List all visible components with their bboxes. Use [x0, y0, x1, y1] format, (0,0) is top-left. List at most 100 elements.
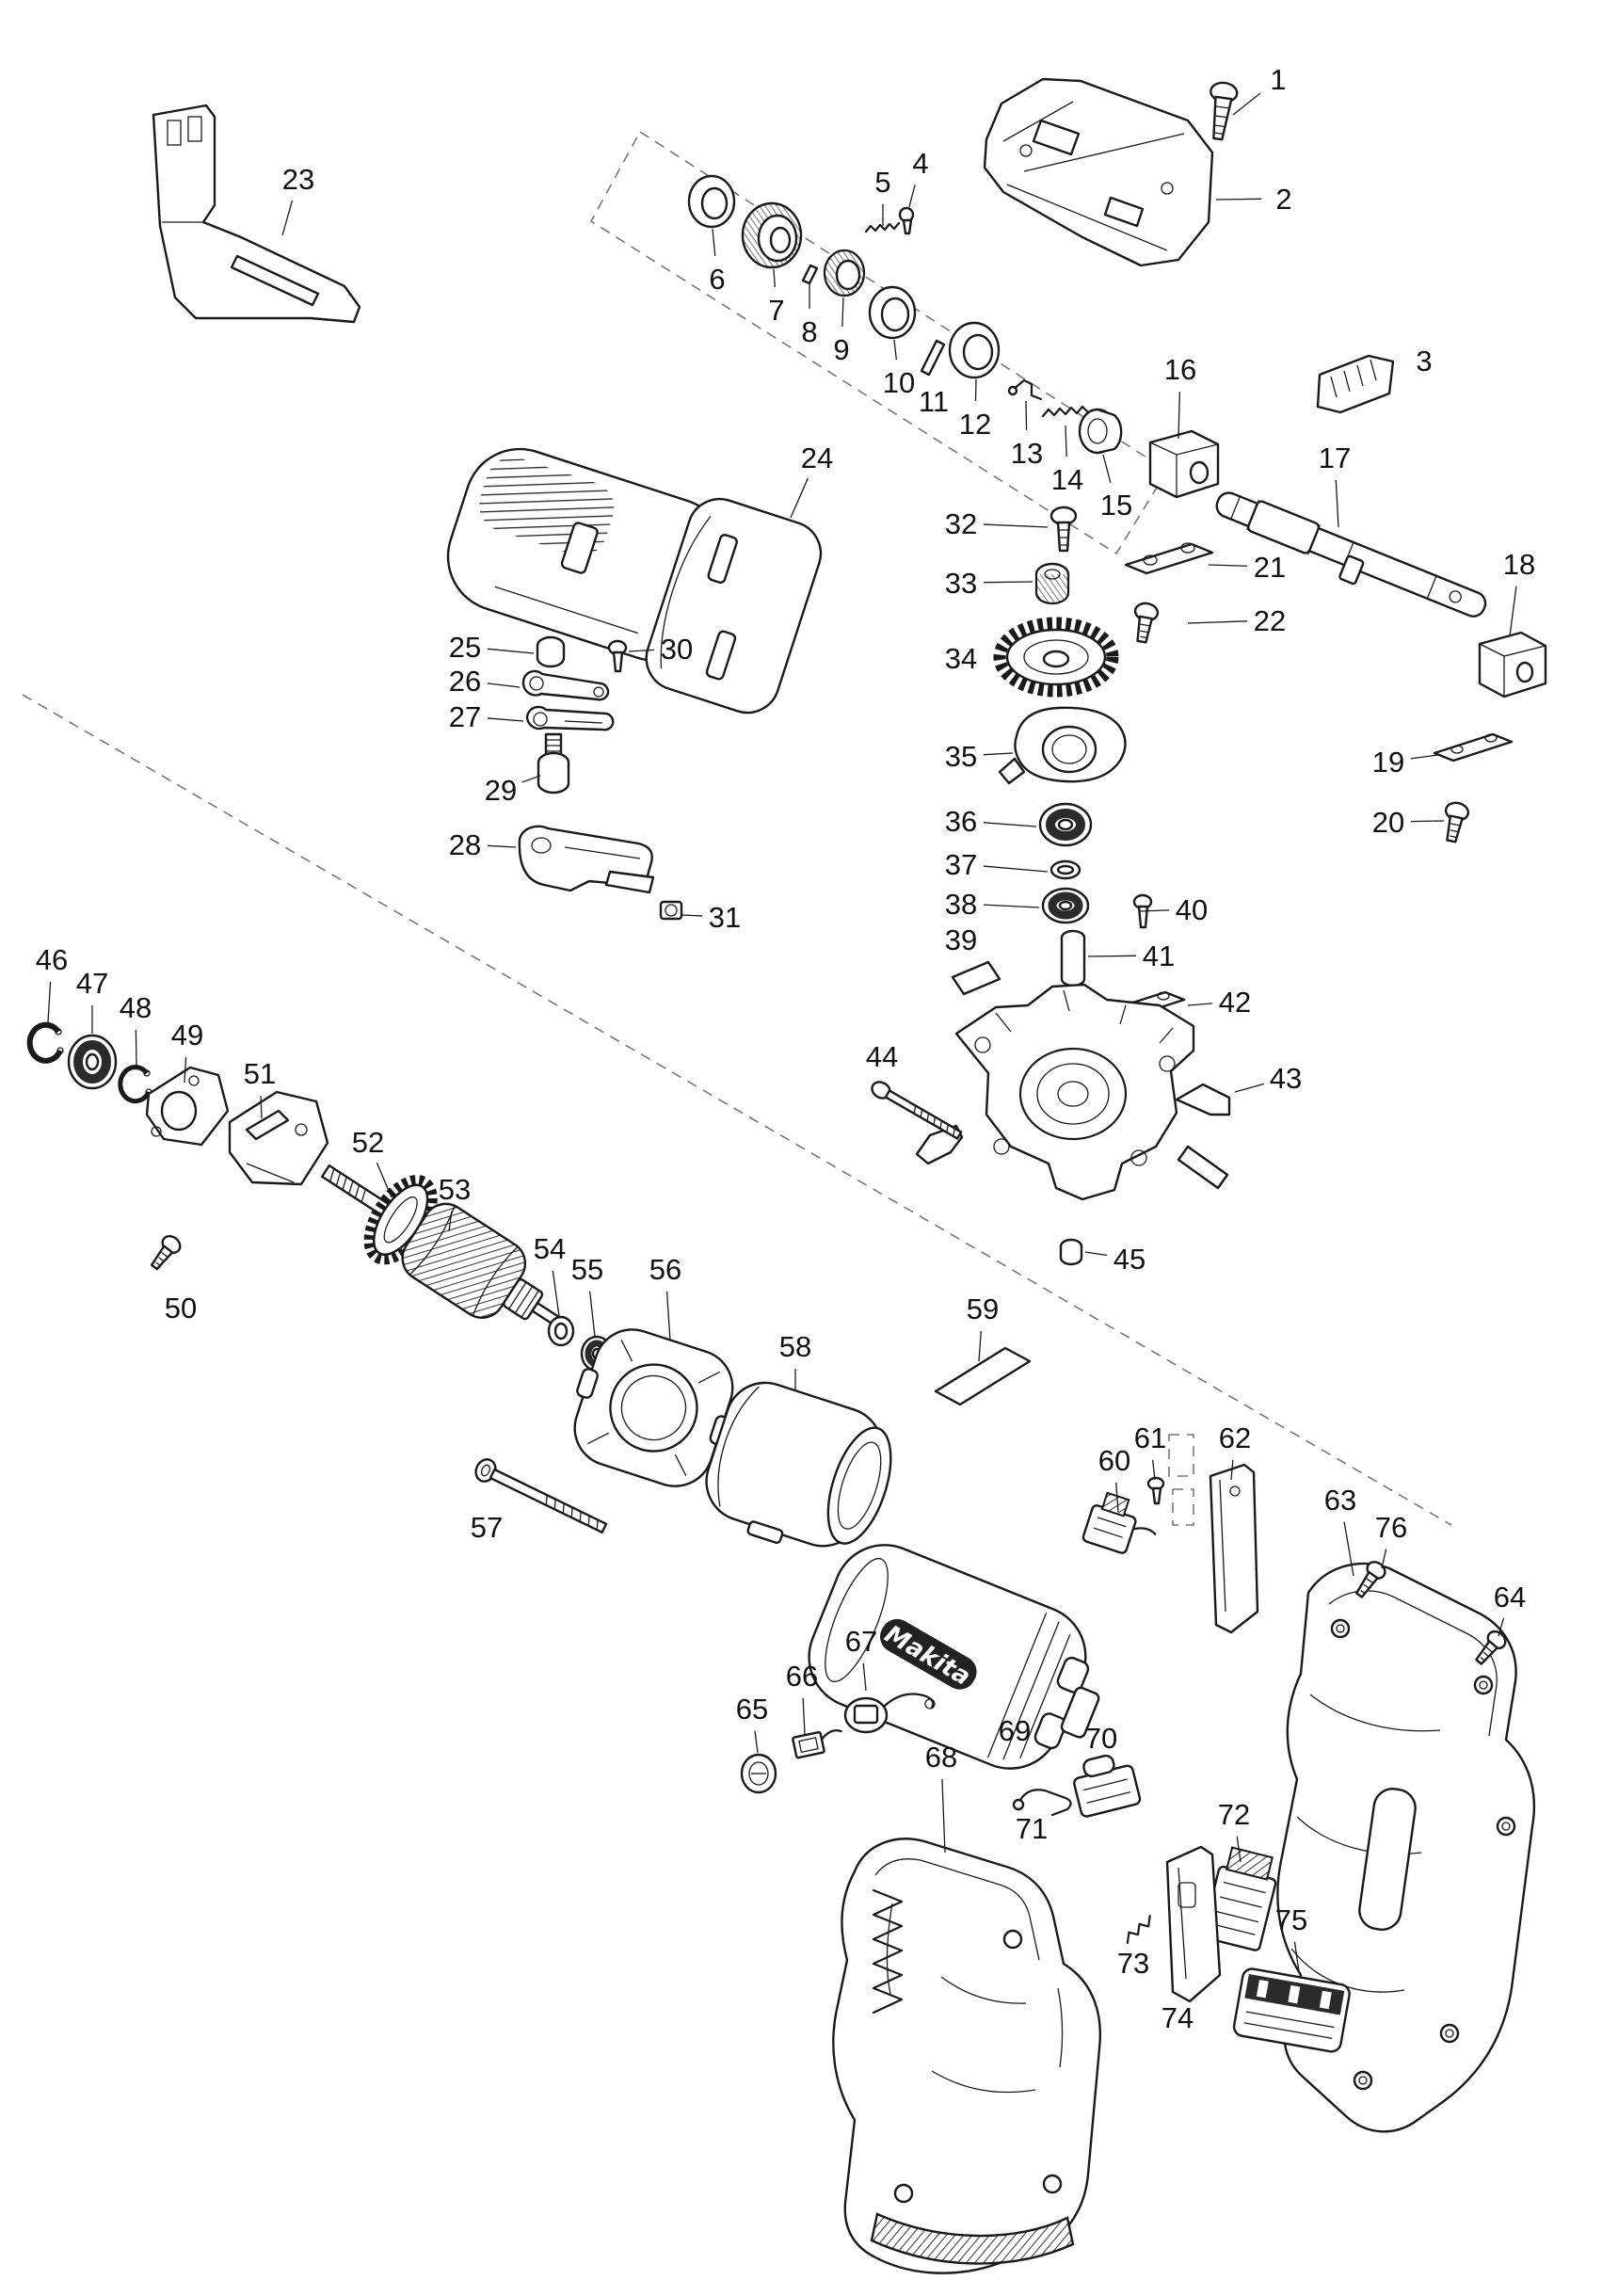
part-28-lever-assembly — [518, 825, 655, 894]
part-38-ball-bearing — [1041, 887, 1090, 924]
leader-line-29 — [521, 775, 541, 783]
part-number-21: 21 — [1254, 551, 1286, 584]
part-labels: 1234567891011121314151617181920212223242… — [36, 63, 1535, 2034]
leader-line-13 — [1025, 400, 1028, 431]
part-number-16: 16 — [1164, 353, 1196, 386]
leader-line-67 — [862, 1662, 867, 1692]
part-number-62: 62 — [1219, 1421, 1251, 1454]
leader-line-16 — [1177, 391, 1181, 440]
part-number-3: 3 — [1416, 345, 1432, 377]
part-65-brush-cap — [740, 1753, 777, 1794]
leader-line-27 — [487, 717, 524, 722]
part-72-controller — [1201, 1846, 1277, 1951]
part-number-55: 55 — [571, 1253, 603, 1286]
part-58-field-yoke — [705, 1381, 892, 1548]
part-69-motor-housing: Makita — [808, 1544, 1100, 1770]
part-1-screw — [1210, 81, 1239, 141]
part-19-plate — [1433, 732, 1514, 763]
part-number-31: 31 — [709, 901, 741, 934]
part-number-30: 30 — [661, 633, 693, 666]
part-number-70: 70 — [1085, 1722, 1117, 1755]
part-26-lever — [521, 669, 610, 701]
leader-line-53 — [448, 1211, 453, 1232]
leader-line-15 — [1102, 454, 1112, 483]
part-67-brush-holder — [843, 1693, 936, 1734]
construction-lines — [22, 130, 1452, 1526]
leader-line-36 — [983, 822, 1037, 827]
leader-line-41 — [1087, 955, 1137, 957]
part-8-pin — [801, 264, 819, 285]
part-number-27: 27 — [449, 700, 481, 733]
part-39-block — [951, 960, 1001, 996]
part-number-8: 8 — [801, 315, 817, 348]
part-number-45: 45 — [1113, 1243, 1145, 1276]
part-2-housing-cover — [983, 77, 1214, 267]
part-29-support-bolt — [537, 732, 570, 795]
leader-line-30 — [628, 649, 655, 652]
part-number-53: 53 — [439, 1173, 471, 1206]
leader-line-20 — [1410, 820, 1445, 823]
leader-line-10 — [893, 339, 897, 361]
leader-line-51 — [260, 1095, 263, 1119]
part-number-59: 59 — [967, 1293, 999, 1325]
part-number-17: 17 — [1319, 442, 1351, 474]
leader-line-63 — [1343, 1521, 1354, 1577]
part-number-19: 19 — [1372, 746, 1404, 779]
part-number-36: 36 — [945, 805, 977, 838]
leader-line-7 — [773, 268, 776, 288]
part-number-38: 38 — [945, 888, 977, 921]
part-21-plate — [1124, 542, 1214, 575]
part-number-57: 57 — [471, 1511, 503, 1544]
part-5-spring — [864, 221, 901, 233]
part-54-washer — [547, 1315, 575, 1347]
part-62-holder-plate — [1209, 1463, 1259, 1634]
part-36-ball-bearing — [1038, 802, 1093, 847]
leader-line-65 — [754, 1730, 759, 1754]
part-57-screw — [474, 1458, 608, 1534]
part-71-lever — [1012, 1789, 1072, 1817]
part-70-switch — [1073, 1754, 1142, 1818]
part-13-clip — [1007, 378, 1043, 401]
part-17-slider-shaft — [1215, 491, 1487, 618]
part-number-69: 69 — [999, 1714, 1031, 1747]
part-48-snap-ring — [118, 1065, 152, 1104]
part-34-bevel-gear — [993, 617, 1119, 698]
part-50-screw — [150, 1234, 182, 1271]
part-number-35: 35 — [945, 740, 977, 773]
part-number-28: 28 — [449, 828, 481, 861]
part-number-5: 5 — [874, 166, 890, 199]
leader-line-21 — [1208, 564, 1248, 567]
part-number-74: 74 — [1161, 2001, 1193, 2034]
leader-line-22 — [1187, 620, 1248, 624]
part-35-crank-plate — [998, 706, 1127, 785]
part-59-insulation-sheet — [934, 1346, 1032, 1406]
part-number-18: 18 — [1503, 548, 1535, 581]
part-73-spring — [1126, 1915, 1151, 1945]
leader-line-17 — [1335, 479, 1339, 528]
part-number-52: 52 — [352, 1126, 384, 1159]
part-6-stopper-ring — [687, 174, 736, 229]
part-41-crank-pin — [1060, 929, 1086, 987]
leader-line-32 — [983, 523, 1049, 528]
leader-line-14 — [1065, 425, 1067, 458]
leader-line-4 — [908, 185, 916, 208]
part-number-60: 60 — [1098, 1444, 1130, 1477]
part-number-71: 71 — [1016, 1812, 1048, 1845]
leader-line-60 — [1115, 1482, 1119, 1513]
part-number-75: 75 — [1275, 1903, 1307, 1936]
part-47-ball-bearing — [67, 1034, 118, 1090]
part-74-lock-plate — [1165, 1845, 1222, 2003]
leader-line-31 — [681, 914, 703, 917]
part-4-screw — [898, 206, 915, 235]
leader-line-46 — [47, 981, 52, 1023]
part-number-76: 76 — [1375, 1511, 1407, 1544]
part-number-51: 51 — [244, 1057, 276, 1090]
part-45-sleeve — [1059, 1238, 1083, 1266]
leader-line-43 — [1234, 1083, 1265, 1093]
part-number-22: 22 — [1254, 604, 1286, 637]
part-61-screw — [1146, 1476, 1165, 1505]
part-number-40: 40 — [1176, 893, 1208, 926]
part-number-56: 56 — [649, 1253, 681, 1286]
part-51-insulation-washer — [228, 1090, 329, 1186]
part-number-43: 43 — [1270, 1062, 1302, 1095]
